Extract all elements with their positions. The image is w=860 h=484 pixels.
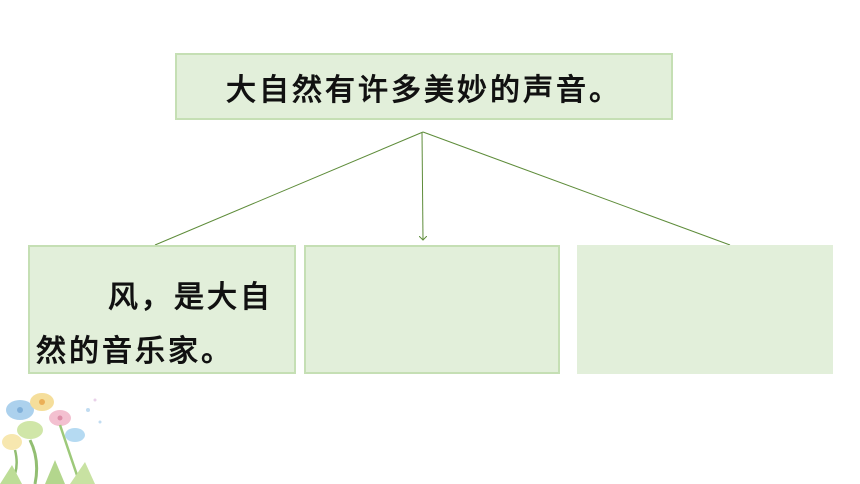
branch-box-2: [304, 245, 560, 374]
branch-box-1: 风，是大自 然的音乐家。: [28, 245, 296, 374]
branch-box-3: [577, 245, 833, 374]
connector-line-right: [422, 131, 731, 246]
branch-1-text: 风，是大自 然的音乐家。: [36, 271, 286, 379]
branch-1-line-1: 风，是大自: [108, 280, 273, 315]
main-idea-text: 大自然有许多美妙的声音。: [226, 72, 622, 108]
branch-1-line-2: 然的音乐家。: [36, 334, 234, 369]
main-idea-box: 大自然有许多美妙的声音。: [175, 53, 673, 120]
connector-line-middle: [422, 131, 423, 240]
flower-cluster-icon: [0, 393, 102, 484]
connector-line-left: [154, 131, 424, 246]
